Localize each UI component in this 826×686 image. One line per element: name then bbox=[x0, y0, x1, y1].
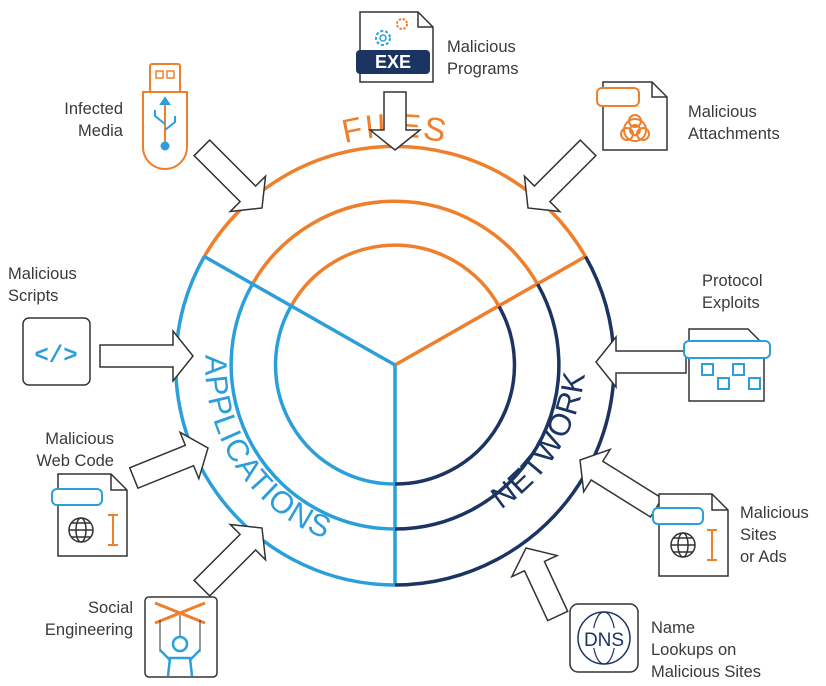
label-protocol-exploits: Protocol Exploits bbox=[702, 272, 763, 312]
arrow-infected-media bbox=[193, 139, 267, 213]
arrow-social-engineering bbox=[193, 523, 267, 597]
arrow-name-lookups bbox=[510, 547, 569, 622]
arrow-malicious-web-code bbox=[128, 430, 209, 490]
attachment-biohazard-icon bbox=[596, 81, 668, 151]
label-infected-media: Infected Media bbox=[64, 100, 123, 140]
label-malicious-web-code: Malicious Web Code bbox=[36, 430, 114, 470]
puppet-icon bbox=[144, 596, 218, 678]
applications-title: APPLICATIONS bbox=[198, 355, 337, 546]
protocol-window-icon bbox=[683, 328, 771, 402]
svg-text:</>: </> bbox=[34, 343, 77, 370]
arrow-malicious-sites bbox=[579, 447, 664, 519]
label-malicious-sites-ads: Malicious Sites or Ads bbox=[740, 504, 809, 566]
usb-drive-icon bbox=[142, 63, 188, 170]
svg-text:DNS: DNS bbox=[584, 630, 624, 651]
script-code-icon: </> bbox=[22, 317, 91, 386]
exe-file-icon: EXE bbox=[356, 11, 434, 83]
arrow-malicious-programs bbox=[367, 91, 423, 151]
web-code-icon bbox=[51, 473, 128, 557]
network-segment bbox=[394, 255, 616, 587]
malicious-site-icon bbox=[652, 493, 729, 577]
arrow-protocol-exploits bbox=[595, 334, 687, 390]
applications-segment bbox=[173, 254, 397, 587]
dns-icon: DNS bbox=[569, 603, 639, 673]
svg-text:EXE: EXE bbox=[375, 52, 411, 72]
arrow-malicious-scripts bbox=[99, 328, 194, 384]
label-malicious-programs: Malicious Programs bbox=[447, 38, 519, 78]
label-malicious-scripts: Malicious Scripts bbox=[8, 265, 77, 305]
label-social-engineering: Social Engineering bbox=[44, 599, 133, 639]
arrow-malicious-attachments bbox=[523, 139, 597, 213]
label-malicious-attachments: Malicious Attachments bbox=[688, 103, 780, 143]
network-title: NETWORK bbox=[484, 368, 592, 515]
label-name-lookups: Name Lookups on Malicious Sites bbox=[651, 619, 762, 681]
